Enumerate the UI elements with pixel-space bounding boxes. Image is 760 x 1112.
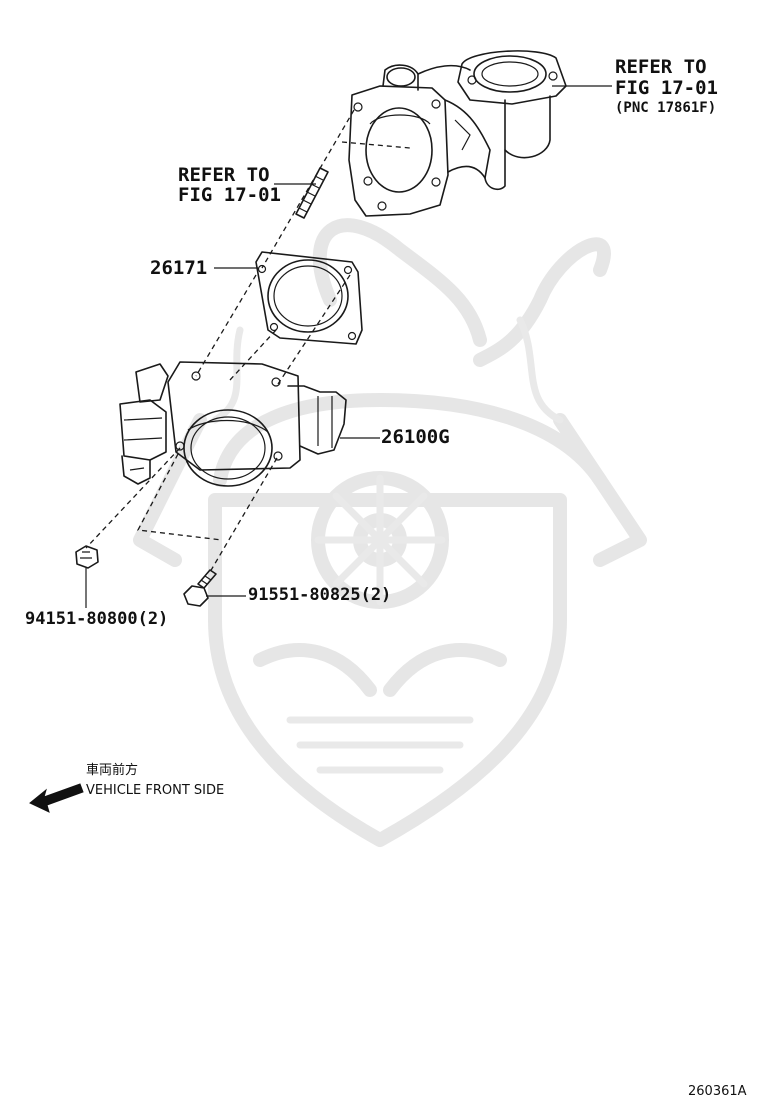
- part-number-throttle-body: 26100G: [381, 426, 450, 448]
- gasket-drawing: [255, 251, 363, 345]
- refer-top-pnc: (PNC 17861F): [615, 100, 717, 116]
- bolt-drawing: [183, 569, 217, 607]
- intake-housing-drawing: [348, 50, 567, 217]
- leader-lines: [85, 85, 612, 608]
- refer-mid-line2: FIG 17-01: [178, 184, 281, 206]
- nut-drawing: [75, 545, 99, 569]
- refer-top-line2: FIG 17-01: [615, 77, 718, 99]
- throttle-body-drawing: [119, 361, 347, 487]
- direction-english: VEHICLE FRONT SIDE: [86, 783, 225, 798]
- watermark-logo: [133, 218, 647, 847]
- part-number-gasket: 26171: [150, 257, 208, 279]
- part-number-nut: 94151-80800(2): [25, 609, 169, 629]
- stud-drawing: [295, 167, 329, 219]
- part-number-bolt: 91551-80825(2): [248, 585, 392, 605]
- direction-japanese: 車両前方: [86, 763, 139, 778]
- refer-top-line1: REFER TO: [615, 56, 707, 78]
- refer-mid-line1: REFER TO: [178, 164, 270, 186]
- figure-id: 260361A: [688, 1084, 747, 1099]
- front-arrow-icon: [29, 783, 84, 813]
- assembly-lines: [85, 109, 411, 573]
